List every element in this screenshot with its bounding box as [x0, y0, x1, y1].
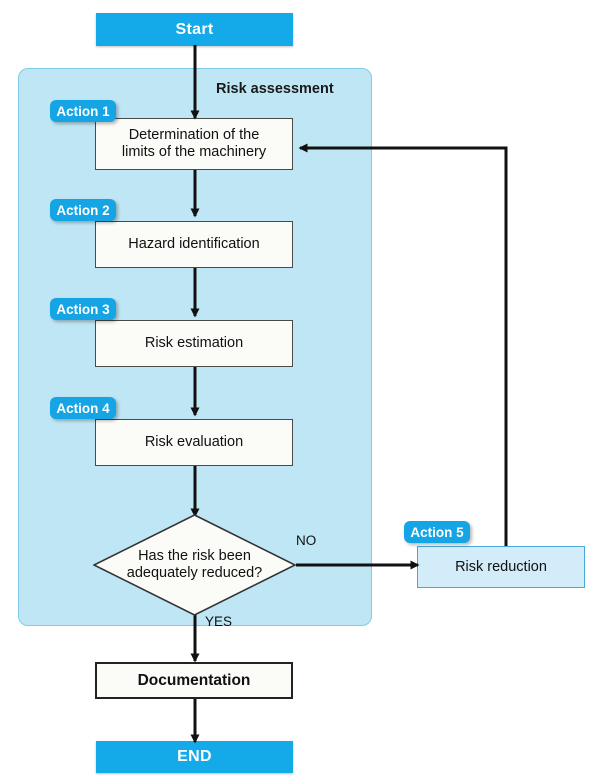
process-documentation: Documentation	[95, 662, 293, 699]
process-label: Risk reduction	[455, 558, 547, 575]
badge-action-4: Action 4	[50, 397, 116, 419]
badge-action-5: Action 5	[404, 521, 470, 543]
badge-label: Action 3	[56, 301, 110, 317]
badge-label: Action 4	[56, 400, 110, 416]
badge-label: Action 1	[56, 103, 110, 119]
edge-label-no: NO	[296, 533, 317, 548]
start-node: Start	[96, 13, 293, 46]
process-determination-of-limits: Determination of the limits of the machi…	[95, 118, 293, 170]
badge-action-2: Action 2	[50, 199, 116, 221]
badge-action-3: Action 3	[50, 298, 116, 320]
end-label: END	[177, 748, 212, 765]
badge-label: Action 5	[410, 524, 464, 540]
process-line-2: limits of the machinery	[121, 144, 267, 160]
start-label: Start	[175, 20, 214, 38]
risk-assessment-panel-label: Risk assessment	[216, 81, 334, 97]
process-risk-estimation: Risk estimation	[95, 320, 293, 367]
process-line-1: Determination of the	[128, 127, 260, 144]
process-label: Hazard identification	[128, 236, 260, 253]
process-label: Risk estimation	[144, 335, 244, 352]
process-hazard-identification: Hazard identification	[95, 221, 293, 268]
process-risk-evaluation: Risk evaluation	[95, 419, 293, 466]
edge-label-yes: YES	[205, 614, 233, 629]
badge-action-1: Action 1	[50, 100, 116, 122]
process-risk-reduction: Risk reduction	[417, 546, 585, 588]
end-node: END	[96, 741, 293, 773]
process-label: Risk evaluation	[144, 434, 244, 451]
process-label: Documentation	[137, 671, 251, 689]
badge-label: Action 2	[56, 202, 110, 218]
decision-has-risk-been-reduced: Has the risk been adequately reduced?	[93, 514, 296, 616]
decision-diamond-shape	[93, 514, 296, 616]
